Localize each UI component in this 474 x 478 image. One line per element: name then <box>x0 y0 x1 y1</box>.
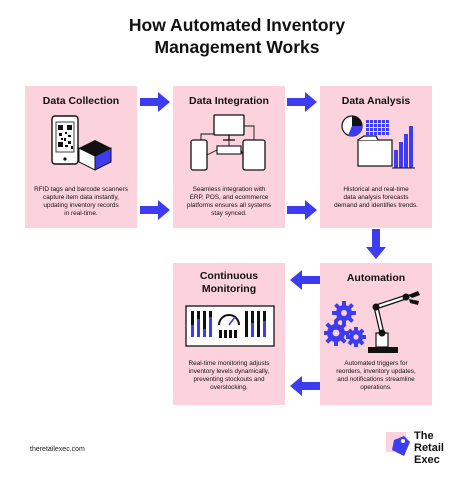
title-line-2: Management Works <box>154 37 320 57</box>
card-continuous-monitoring: Continuous Monitoring Real-time monitori… <box>173 263 285 405</box>
arrow-down-icon <box>366 229 386 259</box>
arrow-right-icon <box>140 92 170 112</box>
arrow-right-icon <box>287 200 317 220</box>
charts-folder-icon <box>341 115 415 169</box>
footer-url: theretailexec.com <box>30 446 85 453</box>
title-line-1: How Automated Inventory <box>128 15 346 35</box>
card-title: Data Analysis <box>341 95 411 107</box>
arrow-left-icon <box>290 376 320 396</box>
robot-arm-gears-icon <box>324 291 420 353</box>
card-title: Automation <box>346 272 406 284</box>
page-title: How Automated Inventory Management Works <box>0 14 474 58</box>
card-automation: Automation Automated tr <box>320 263 432 405</box>
card-data-integration: Data Integration Seamless integration wi… <box>173 86 285 228</box>
card-description: RFID tags and barcode scanners capture i… <box>34 186 128 217</box>
brand-logo: The Retail Exec <box>384 428 454 468</box>
card-description: Seamless integration with ERP, POS, and … <box>186 186 272 217</box>
qr-scanner-box-icon <box>51 115 112 171</box>
card-data-analysis: Data Analysis Historical and real-time d… <box>320 86 432 228</box>
card-description: Real-time monitoring adjusts inventory l… <box>188 360 270 391</box>
control-panel-icon <box>185 305 275 347</box>
card-description: Historical and real-time data analysis f… <box>334 186 418 209</box>
card-data-collection: Data Collection RFID tags and barcode sc… <box>25 86 137 228</box>
arrow-right-icon <box>140 200 170 220</box>
price-tag-logo-icon <box>386 432 410 456</box>
card-title: Data Collection <box>42 95 120 107</box>
arrow-right-icon <box>287 92 317 112</box>
card-title: Continuous Monitoring <box>199 270 259 295</box>
brand-name: The Retail Exec <box>414 430 444 466</box>
connected-devices-icon <box>190 114 266 171</box>
card-description: Automated triggers for reorders, invento… <box>336 360 416 391</box>
arrow-left-icon <box>290 270 320 290</box>
card-title: Data Integration <box>189 95 269 107</box>
